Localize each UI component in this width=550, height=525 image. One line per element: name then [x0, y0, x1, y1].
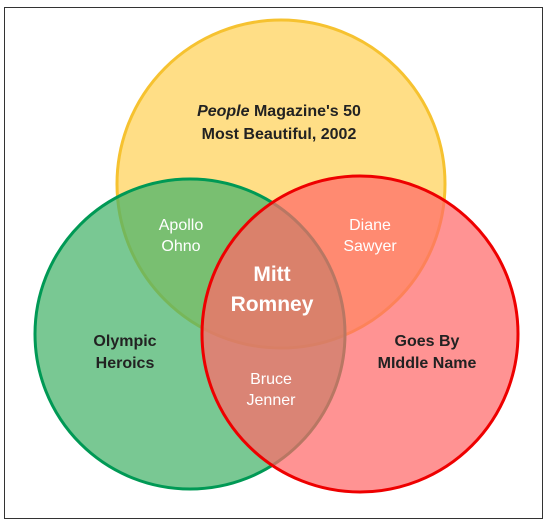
center-overlap-line2: Romney: [231, 293, 314, 316]
top-left-overlap-line2: Ohno: [161, 238, 200, 255]
center-overlap-line1: Mitt: [253, 263, 290, 286]
left-set-label-line2: Heroics: [96, 355, 155, 372]
left-right-overlap-line2: Jenner: [247, 392, 297, 409]
left-right-overlap-line1: Bruce: [250, 371, 292, 388]
top-right-overlap-line1: Diane: [349, 217, 391, 234]
left-set-label-line1: Olympic: [93, 333, 156, 350]
top-left-overlap-line1: Apollo: [159, 217, 204, 234]
top-set-label-line1: People Magazine's 50: [197, 103, 361, 120]
top-set-label-line2: Most Beautiful, 2002: [202, 126, 357, 143]
top-set-title-rest: Magazine's 50: [250, 103, 362, 120]
top-set-title-italic: People: [197, 103, 250, 120]
top-right-overlap-line2: Sawyer: [343, 238, 397, 255]
set-circle-right: [200, 174, 520, 494]
right-set-label-line2: MIddle Name: [378, 355, 477, 372]
right-set-label-line1: Goes By: [395, 333, 460, 350]
